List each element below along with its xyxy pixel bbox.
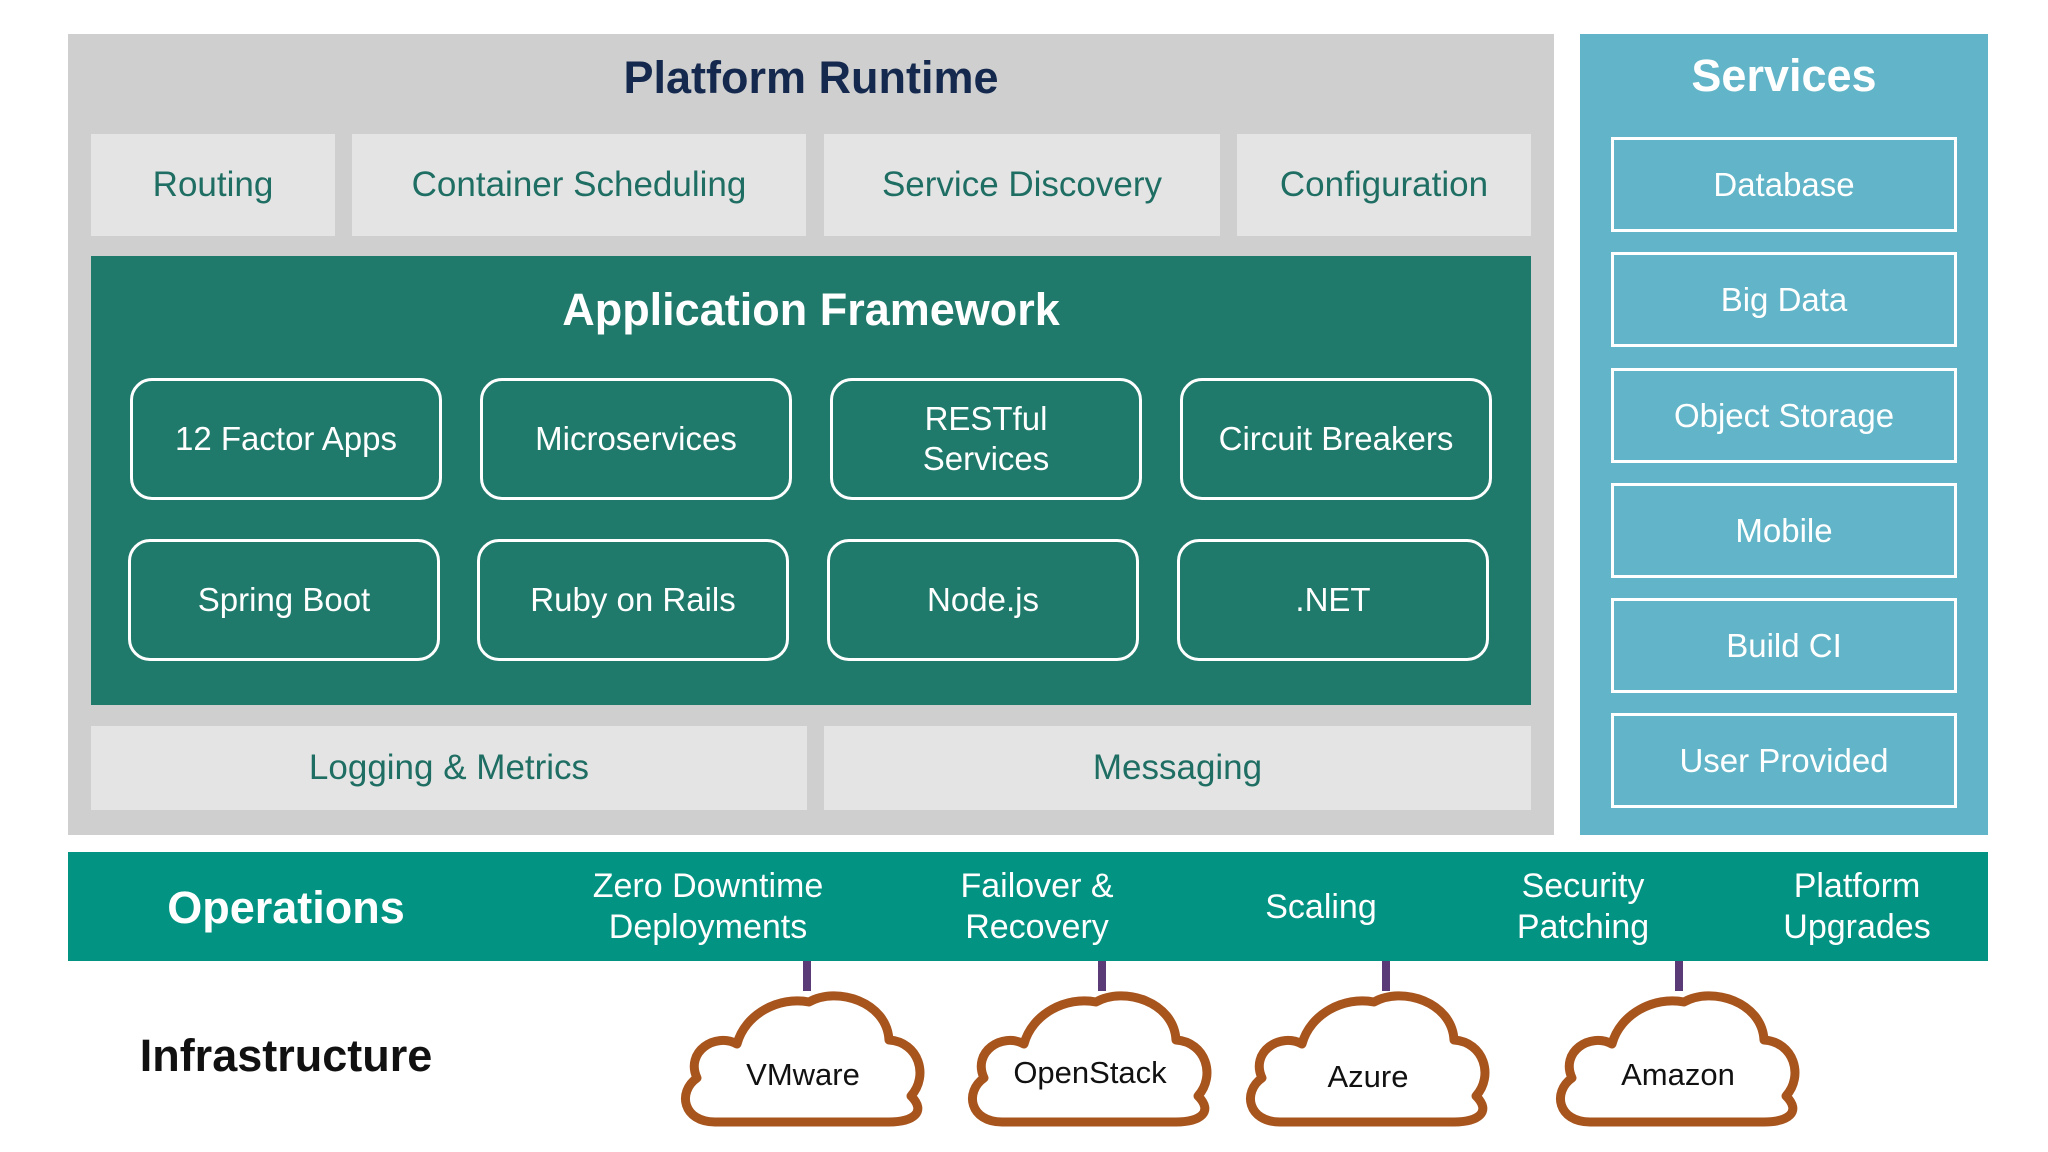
service-item-mobile: Mobile [1611,483,1957,578]
operations-item-security-patching: Security Patching [1458,862,1708,952]
framework-box-spring-boot: Spring Boot [128,539,440,661]
connector-vmware [803,961,811,991]
operations-item-platform-upgrades-line1: Platform [1793,867,1921,906]
runtime-item-routing: Routing [91,134,335,236]
cloud-amazon: Amazon [1550,980,1806,1130]
framework-box-nodejs: Node.js [827,539,1139,661]
operations-item-security-patching-line1: Security [1521,867,1645,906]
cloud-icon [1245,991,1490,1127]
operations-item-zero-downtime: Zero Downtime Deployments [560,862,856,952]
framework-box-dotnet: .NET [1177,539,1489,661]
framework-box-12-factor-apps: 12 Factor Apps [130,378,442,500]
cloud-icon [1555,991,1800,1127]
operations-bar [68,852,1988,961]
runtime-item-container-scheduling: Container Scheduling [352,134,806,236]
framework-box-ruby-on-rails: Ruby on Rails [477,539,789,661]
application-framework-title: Application Framework [562,284,1060,335]
framework-box-restful-line1: RESTful [924,400,1048,438]
connector-azure [1382,961,1390,991]
operations-item-zero-downtime-line1: Zero Downtime [592,867,824,906]
cloud-label-amazon: Amazon [1621,1057,1735,1092]
application-framework-panel [91,256,1531,705]
operations-item-failover-line2: Recovery [965,908,1109,946]
service-item-object-storage: Object Storage [1611,368,1957,463]
runtime-item-logging-metrics: Logging & Metrics [91,726,807,810]
infrastructure-title: Infrastructure [139,1030,433,1081]
cloud-icon [680,991,925,1127]
cloud-vmware: VMware [675,980,931,1130]
operations-item-security-patching-line2: Patching [1516,908,1650,946]
cloud-label-openstack: OpenStack [1013,1055,1167,1090]
runtime-item-service-discovery: Service Discovery [824,134,1220,236]
runtime-item-messaging: Messaging [824,726,1531,810]
platform-runtime-title: Platform Runtime [623,52,999,103]
connector-amazon [1675,961,1683,991]
service-item-database: Database [1611,137,1957,232]
framework-box-restful-line2: Services [922,440,1050,477]
cloud-azure: Azure [1240,980,1496,1130]
framework-box-circuit-breakers: Circuit Breakers [1180,378,1492,500]
service-item-build-ci: Build CI [1611,598,1957,693]
operations-item-platform-upgrades: Platform Upgrades [1732,862,1982,952]
runtime-item-configuration: Configuration [1237,134,1531,236]
framework-box-microservices: Microservices [480,378,792,500]
cloud-label-vmware: VMware [746,1057,860,1092]
operations-item-failover-line1: Failover & [960,867,1114,906]
connector-openstack [1098,961,1106,991]
services-title: Services [1691,50,1877,101]
cloud-label-azure: Azure [1327,1059,1409,1094]
service-item-big-data: Big Data [1611,252,1957,347]
operations-item-zero-downtime-line2: Deployments [608,908,808,946]
operations-item-scaling: Scaling [1265,887,1377,926]
service-item-user-provided: User Provided [1611,713,1957,808]
operations-item-platform-upgrades-line2: Upgrades [1783,908,1931,946]
operations-item-failover: Failover & Recovery [912,862,1162,952]
cloud-icon [967,991,1212,1127]
framework-box-restful-services: RESTful Services [830,378,1142,500]
cloud-openstack: OpenStack [962,980,1218,1130]
operations-title: Operations [167,882,405,933]
services-panel [1580,34,1988,835]
